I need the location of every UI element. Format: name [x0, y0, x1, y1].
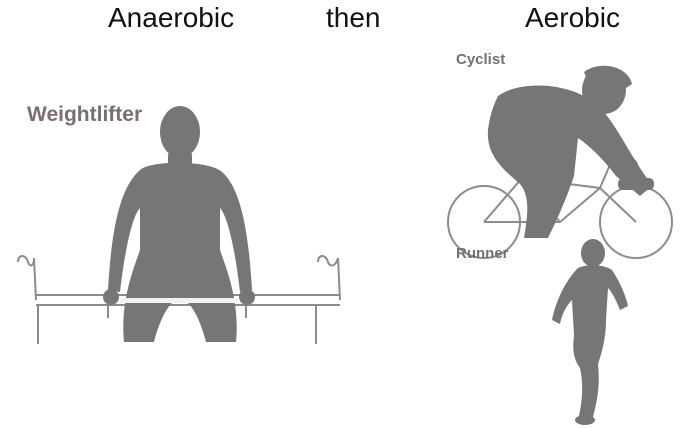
runner-label: Runner — [456, 245, 509, 262]
runner-silhouette — [552, 239, 628, 425]
